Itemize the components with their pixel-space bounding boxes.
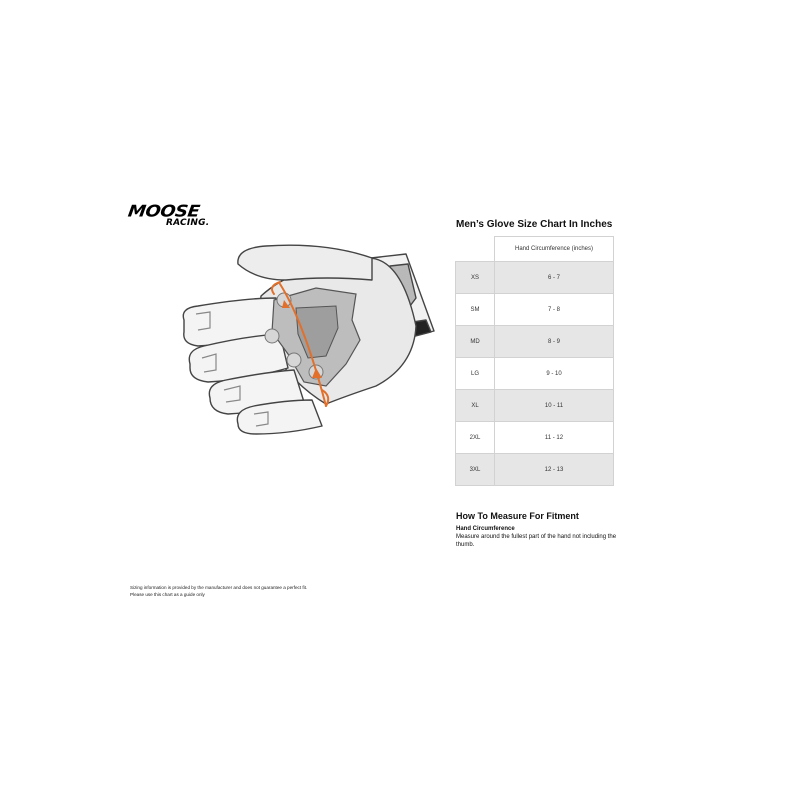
table-row: SM 7 - 8 bbox=[455, 293, 614, 326]
size-cell: XL bbox=[455, 389, 495, 422]
circumference-cell: 8 - 9 bbox=[494, 325, 614, 358]
size-cell: LG bbox=[455, 357, 495, 390]
table-row: LG 9 - 10 bbox=[455, 357, 614, 390]
column-header-hand-circumference: Hand Circumference (inches) bbox=[494, 236, 614, 262]
measure-title: How To Measure For Fitment bbox=[456, 511, 579, 521]
table-row: XL 10 - 11 bbox=[455, 389, 614, 422]
disclaimer-line: Please use this chart as a guide only bbox=[130, 592, 205, 597]
size-cell: 2XL bbox=[455, 421, 495, 454]
circumference-cell: 9 - 10 bbox=[494, 357, 614, 390]
size-cell: 3XL bbox=[455, 453, 495, 486]
size-cell: MD bbox=[455, 325, 495, 358]
size-chart-title: Men’s Glove Size Chart In Inches bbox=[456, 219, 613, 230]
circumference-cell: 10 - 11 bbox=[494, 389, 614, 422]
circumference-cell: 11 - 12 bbox=[494, 421, 614, 454]
glove-palm-illustration bbox=[182, 244, 435, 435]
measure-subtitle: Hand Circumference bbox=[456, 526, 515, 532]
size-cell: SM bbox=[455, 293, 495, 326]
size-cell: XS bbox=[455, 261, 495, 294]
disclaimer-line: Sizing information is provided by the ma… bbox=[130, 585, 308, 590]
measure-instructions: How To Measure For Fitment Hand Circumfe… bbox=[456, 511, 621, 549]
table-row: 2XL 11 - 12 bbox=[455, 421, 614, 454]
circumference-cell: 7 - 8 bbox=[494, 293, 614, 326]
size-chart-table: Hand Circumference (inches) XS 6 - 7 SM … bbox=[455, 236, 614, 486]
table-corner-cell bbox=[455, 236, 495, 262]
table-row: 3XL 12 - 13 bbox=[455, 453, 614, 486]
brand-logo: MOOSE RACING. bbox=[127, 202, 224, 229]
circumference-cell: 12 - 13 bbox=[494, 453, 614, 486]
circumference-cell: 6 - 7 bbox=[494, 261, 614, 294]
table-header-row: Hand Circumference (inches) bbox=[455, 236, 614, 262]
table-row: XS 6 - 7 bbox=[455, 261, 614, 294]
disclaimer: Sizing information is provided by the ma… bbox=[130, 584, 350, 598]
measure-text: Measure around the fullest part of the h… bbox=[456, 534, 617, 548]
table-row: MD 8 - 9 bbox=[455, 325, 614, 358]
logo-subtext: RACING. bbox=[166, 218, 210, 228]
